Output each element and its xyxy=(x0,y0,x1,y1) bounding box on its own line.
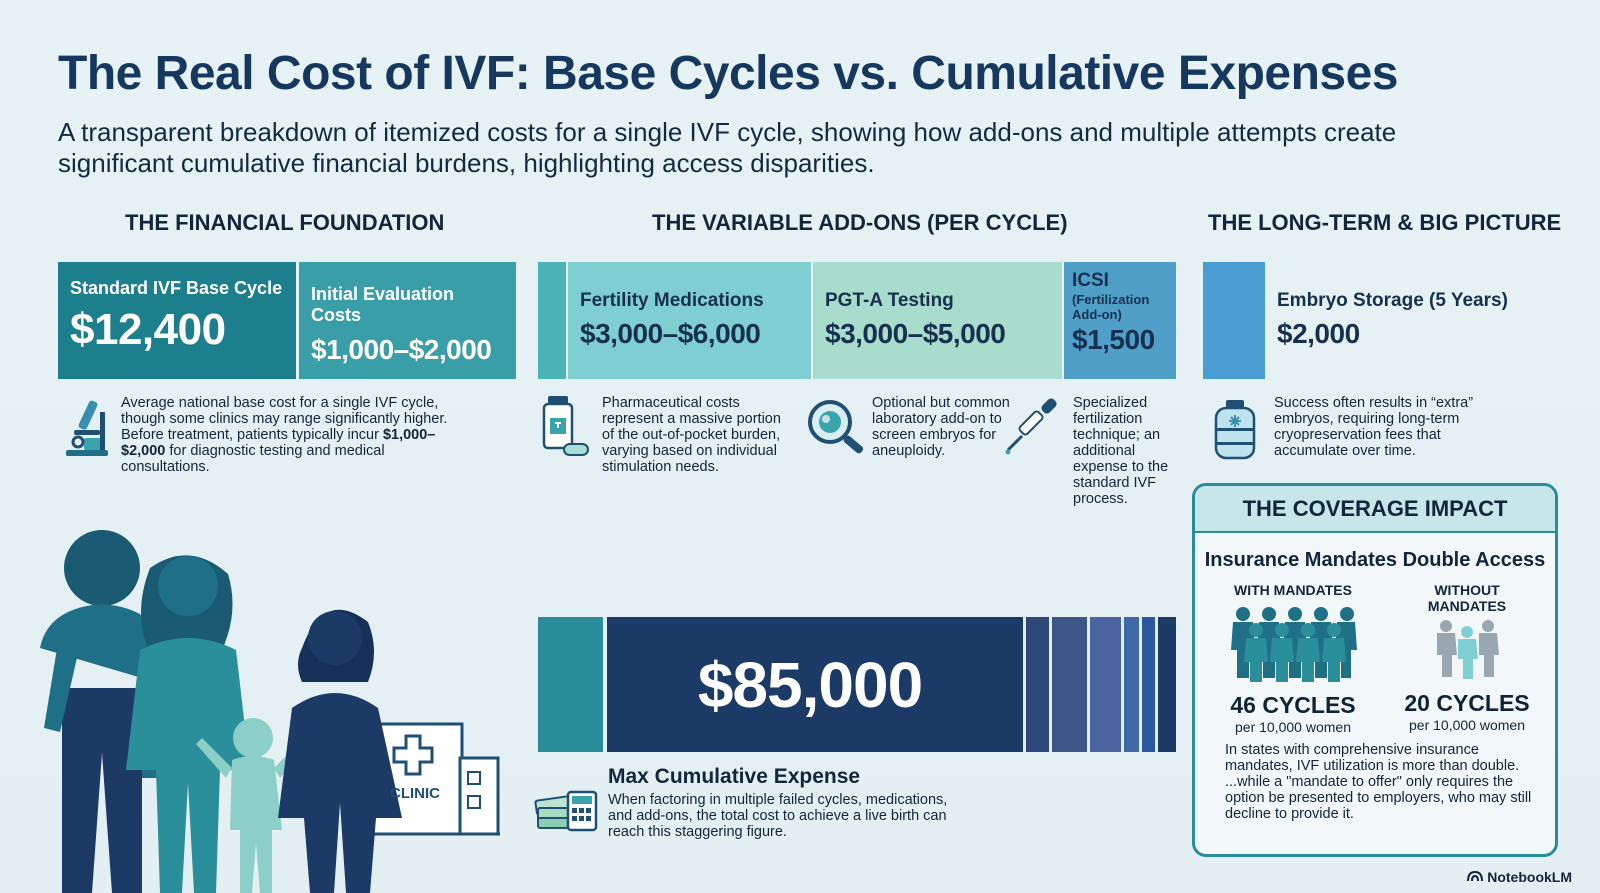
base-cycle-card: Standard IVF Base Cycle $12,400 xyxy=(58,262,296,379)
cumulative-bar-segment xyxy=(1139,617,1155,752)
cumulative-label: Max Cumulative Expense xyxy=(608,765,861,788)
page-title: The Real Cost of IVF: Base Cycles vs. Cu… xyxy=(58,47,1399,100)
medicine-bottle-icon xyxy=(540,394,590,460)
brand-logo: NotebookLM xyxy=(1467,869,1572,885)
addons-bar-accent xyxy=(538,262,566,379)
people-group-icon xyxy=(1213,604,1373,682)
without-mandates-column: WITHOUT MANDATES 20 CYCLES per 10,000 wo… xyxy=(1387,582,1547,733)
notebooklm-icon xyxy=(1467,869,1484,885)
foundation-description: Average national base cost for a single … xyxy=(121,395,461,475)
coverage-note-2: ...while a "mandate to offer" only requi… xyxy=(1225,774,1532,822)
base-cycle-label: Standard IVF Base Cycle xyxy=(70,278,283,298)
without-mandates-per: per 10,000 women xyxy=(1409,717,1525,733)
cumulative-bar-main xyxy=(603,617,1023,752)
base-cycle-value: $12,400 xyxy=(70,305,226,354)
section-heading-addons: THE VARIABLE ADD-ONS (PER CYCLE) xyxy=(652,210,1068,235)
evaluation-label: Initial Evaluation Costs xyxy=(311,284,455,325)
coverage-note: In states with comprehensive insurance m… xyxy=(1225,742,1543,822)
people-small-group-icon xyxy=(1387,618,1547,680)
icsi-sublabel: (Fertilization Add-on) xyxy=(1072,292,1150,322)
cumulative-description: When factoring in multiple failed cycles… xyxy=(608,792,948,840)
pgta-description: Optional but common laboratory add-on to… xyxy=(872,395,1010,459)
without-mandates-label-line1: WITHOUT xyxy=(1434,582,1500,598)
cumulative-bar-segment xyxy=(1049,617,1087,752)
money-calculator-icon xyxy=(534,770,600,832)
with-mandates-per: per 10,000 women xyxy=(1235,719,1351,735)
with-mandates-cycles: 46 CYCLES xyxy=(1230,692,1356,718)
foundation-desc-bold: $1,000–$2,000 xyxy=(121,427,436,459)
cumulative-bar-segment xyxy=(1023,617,1049,752)
magnifier-embryo-icon xyxy=(804,396,868,456)
microscope-icon xyxy=(60,394,114,458)
coverage-subtitle: Insurance Mandates Double Access xyxy=(1204,549,1546,571)
icsi-description: Specialized fertilization technique; an … xyxy=(1073,395,1169,507)
storage-value: $2,000 xyxy=(1277,318,1360,349)
icsi-card: ICSI (Fertilization Add-on) $1,500 xyxy=(1064,262,1176,379)
evaluation-value: $1,000–$2,000 xyxy=(311,334,492,365)
without-mandates-label: WITHOUT MANDATES xyxy=(1387,582,1547,614)
cumulative-bar-segment xyxy=(1155,617,1176,752)
section-heading-foundation: THE FINANCIAL FOUNDATION xyxy=(125,210,445,235)
pgta-card: PGT-A Testing $3,000–$5,000 xyxy=(813,262,1062,379)
coverage-title: THE COVERAGE IMPACT xyxy=(1195,486,1555,533)
without-mandates-cycles: 20 CYCLES xyxy=(1404,690,1530,716)
medications-card: Fertility Medications $3,000–$6,000 xyxy=(568,262,811,379)
cryo-tank-icon xyxy=(1212,398,1258,460)
evaluation-card: Initial Evaluation Costs $1,000–$2,000 xyxy=(299,262,516,379)
medications-description: Pharmaceutical costs represent a massive… xyxy=(602,395,781,475)
medications-label: Fertility Medications xyxy=(580,290,764,311)
with-mandates-label: WITH MANDATES xyxy=(1234,582,1352,598)
with-mandates-column: WITH MANDATES 46 CYCLES per 10,00 xyxy=(1213,582,1373,735)
pipette-icon xyxy=(1004,396,1068,456)
storage-bar-accent xyxy=(1203,262,1265,379)
storage-card: Embryo Storage (5 Years) $2,000 xyxy=(1265,262,1565,379)
page-subtitle: A transparent breakdown of itemized cost… xyxy=(58,117,1397,178)
cumulative-bar-segment xyxy=(1121,617,1139,752)
medications-value: $3,000–$6,000 xyxy=(580,318,761,349)
icsi-label: ICSI xyxy=(1072,270,1109,291)
brand-name: NotebookLM xyxy=(1487,869,1572,885)
cumulative-bar-segment xyxy=(1087,617,1121,752)
family-illustration-icon xyxy=(40,528,500,893)
foundation-desc-text-2: for diagnostic testing and medical consu… xyxy=(121,443,385,475)
cumulative-bar xyxy=(538,617,1176,752)
cumulative-value: $85,000 xyxy=(697,648,923,721)
coverage-note-1: In states with comprehensive insurance m… xyxy=(1225,742,1520,774)
storage-description: Success often results in “extra” embryos… xyxy=(1274,395,1474,459)
section-heading-longterm: THE LONG-TERM & BIG PICTURE xyxy=(1208,210,1562,235)
clinic-sign: CLINIC xyxy=(390,785,440,802)
storage-label: Embryo Storage (5 Years) xyxy=(1277,290,1508,311)
pgta-label: PGT-A Testing xyxy=(825,290,954,311)
coverage-panel: THE COVERAGE IMPACT Insurance Mandates D… xyxy=(1192,483,1558,857)
cumulative-bar-segment xyxy=(538,617,603,752)
icsi-value: $1,500 xyxy=(1072,324,1155,355)
foundation-desc-text: Average national base cost for a single … xyxy=(121,395,448,443)
without-mandates-label-line2: MANDATES xyxy=(1427,598,1507,614)
pgta-value: $3,000–$5,000 xyxy=(825,318,1006,349)
